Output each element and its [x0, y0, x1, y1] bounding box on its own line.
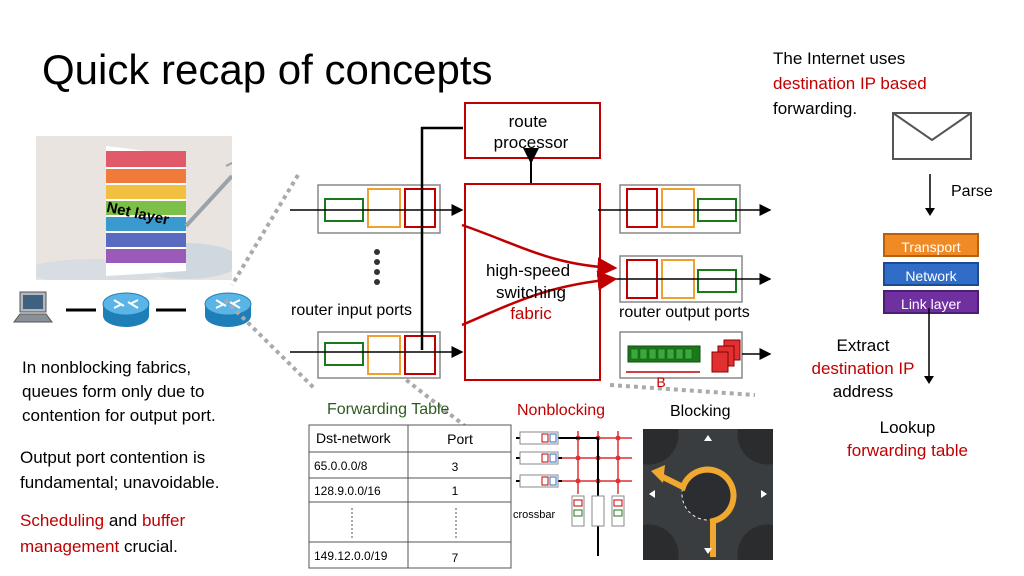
fabric-label-1: high-speed	[486, 261, 570, 280]
table-row-1-port: 3	[452, 460, 459, 474]
zoom-line-table	[398, 373, 472, 432]
router-icon-2	[204, 292, 252, 327]
internet-forwarding-note: The Internet uses destination IP based f…	[773, 46, 927, 121]
input-ports-label: router input ports	[291, 302, 412, 319]
router-icon-1	[102, 292, 150, 327]
crossbar-input-queues	[519, 431, 559, 488]
crossbar-diagram: crossbar	[513, 431, 632, 556]
table-row-3-network: 149.12.0.0/19	[314, 549, 388, 563]
slide-title: Quick recap of concepts	[42, 46, 493, 93]
table-row-3-port: 7	[452, 551, 459, 565]
internet-line-3: forwarding.	[773, 99, 858, 118]
scheduling-word: Scheduling	[20, 511, 105, 530]
extract-note: Extract destination IP address	[800, 334, 926, 403]
lookup-line-1: Lookup	[879, 418, 936, 437]
network-path-graphic	[13, 291, 252, 327]
dropped-packets-icon	[711, 339, 741, 373]
layer-link: Link layer	[883, 290, 979, 314]
forwarding-table: Dst-network Port 65.0.0.0/8 3 128.9.0.0/…	[308, 424, 512, 569]
output-port-3	[619, 331, 743, 379]
nonblocking-note-line-3: contention for output port.	[22, 406, 216, 425]
scheduling-note: Scheduling and buffer management crucial…	[20, 508, 185, 560]
layer-transport: Transport	[883, 233, 979, 257]
parse-flow-graphic	[892, 112, 972, 216]
lookup-note: Lookup forwarding table	[830, 416, 985, 462]
forwarding-table-title: Forwarding Table	[327, 401, 450, 418]
crucial-word: crucial.	[119, 537, 178, 556]
extract-arrow	[924, 308, 934, 384]
input-port-3	[317, 331, 441, 379]
zoom-line-right	[609, 383, 756, 397]
crossbar-label: crossbar	[513, 509, 556, 521]
parse-label: Parse	[951, 183, 993, 200]
extract-line-2: destination IP	[811, 359, 915, 378]
control-path-line	[420, 126, 463, 350]
internet-line-1: The Internet uses	[773, 49, 906, 68]
blocking-label: Blocking	[670, 403, 731, 420]
fabric-path-1	[461, 223, 618, 278]
zoom-line-left-lower	[223, 298, 318, 392]
table-row-2-port: 1	[452, 484, 459, 498]
buffer-word: buffer	[141, 511, 186, 530]
extract-line-1: Extract	[836, 336, 890, 355]
layer-cake-image: Net layer	[36, 136, 232, 280]
contention-note-line-1: Output port contention is	[20, 448, 206, 467]
fork-icon	[184, 161, 232, 228]
table-row-2-network: 128.9.0.0/16	[314, 484, 381, 498]
management-word: management	[20, 537, 120, 556]
layer-network: Network	[883, 262, 979, 286]
internet-line-2: destination IP based	[773, 74, 927, 93]
table-row-1-network: 65.0.0.0/8	[314, 459, 368, 473]
fabric-label-2: switching	[496, 283, 566, 302]
nonblocking-note: In nonblocking fabrics, queues form only…	[22, 356, 216, 428]
contention-note-line-2: fundamental; unavoidable.	[20, 473, 220, 492]
fabric-label-3: fabric	[510, 304, 552, 323]
laptop-icon	[13, 291, 53, 323]
output-port-1	[619, 184, 741, 234]
roundabout-image	[643, 429, 773, 560]
cake-slice	[106, 146, 186, 276]
ellipsis-dots	[374, 249, 380, 285]
table-header-network: Dst-network	[316, 430, 392, 446]
buffer-label: B	[656, 374, 665, 390]
and-word: and	[104, 511, 142, 530]
contention-note: Output port contention is fundamental; u…	[20, 445, 219, 495]
route-processor-label-2: processor	[494, 133, 569, 152]
nonblocking-label: Nonblocking	[517, 402, 606, 419]
nonblocking-note-line-2: queues form only due to	[22, 382, 205, 401]
envelope-icon	[892, 112, 972, 160]
input-port-1	[317, 184, 441, 234]
fabric-path-2	[461, 270, 618, 327]
nonblocking-note-line-1: In nonblocking fabrics,	[22, 358, 192, 377]
table-header-port: Port	[447, 431, 473, 447]
lookup-line-2: forwarding table	[847, 441, 968, 460]
switching-fabric-box	[464, 183, 601, 381]
extract-line-3: address	[832, 382, 894, 401]
route-processor-label-1: route	[509, 112, 548, 131]
crossbar-output-queues	[571, 495, 625, 527]
output-ports-label: router output ports	[619, 304, 750, 321]
zoom-line-left-upper	[230, 173, 300, 287]
